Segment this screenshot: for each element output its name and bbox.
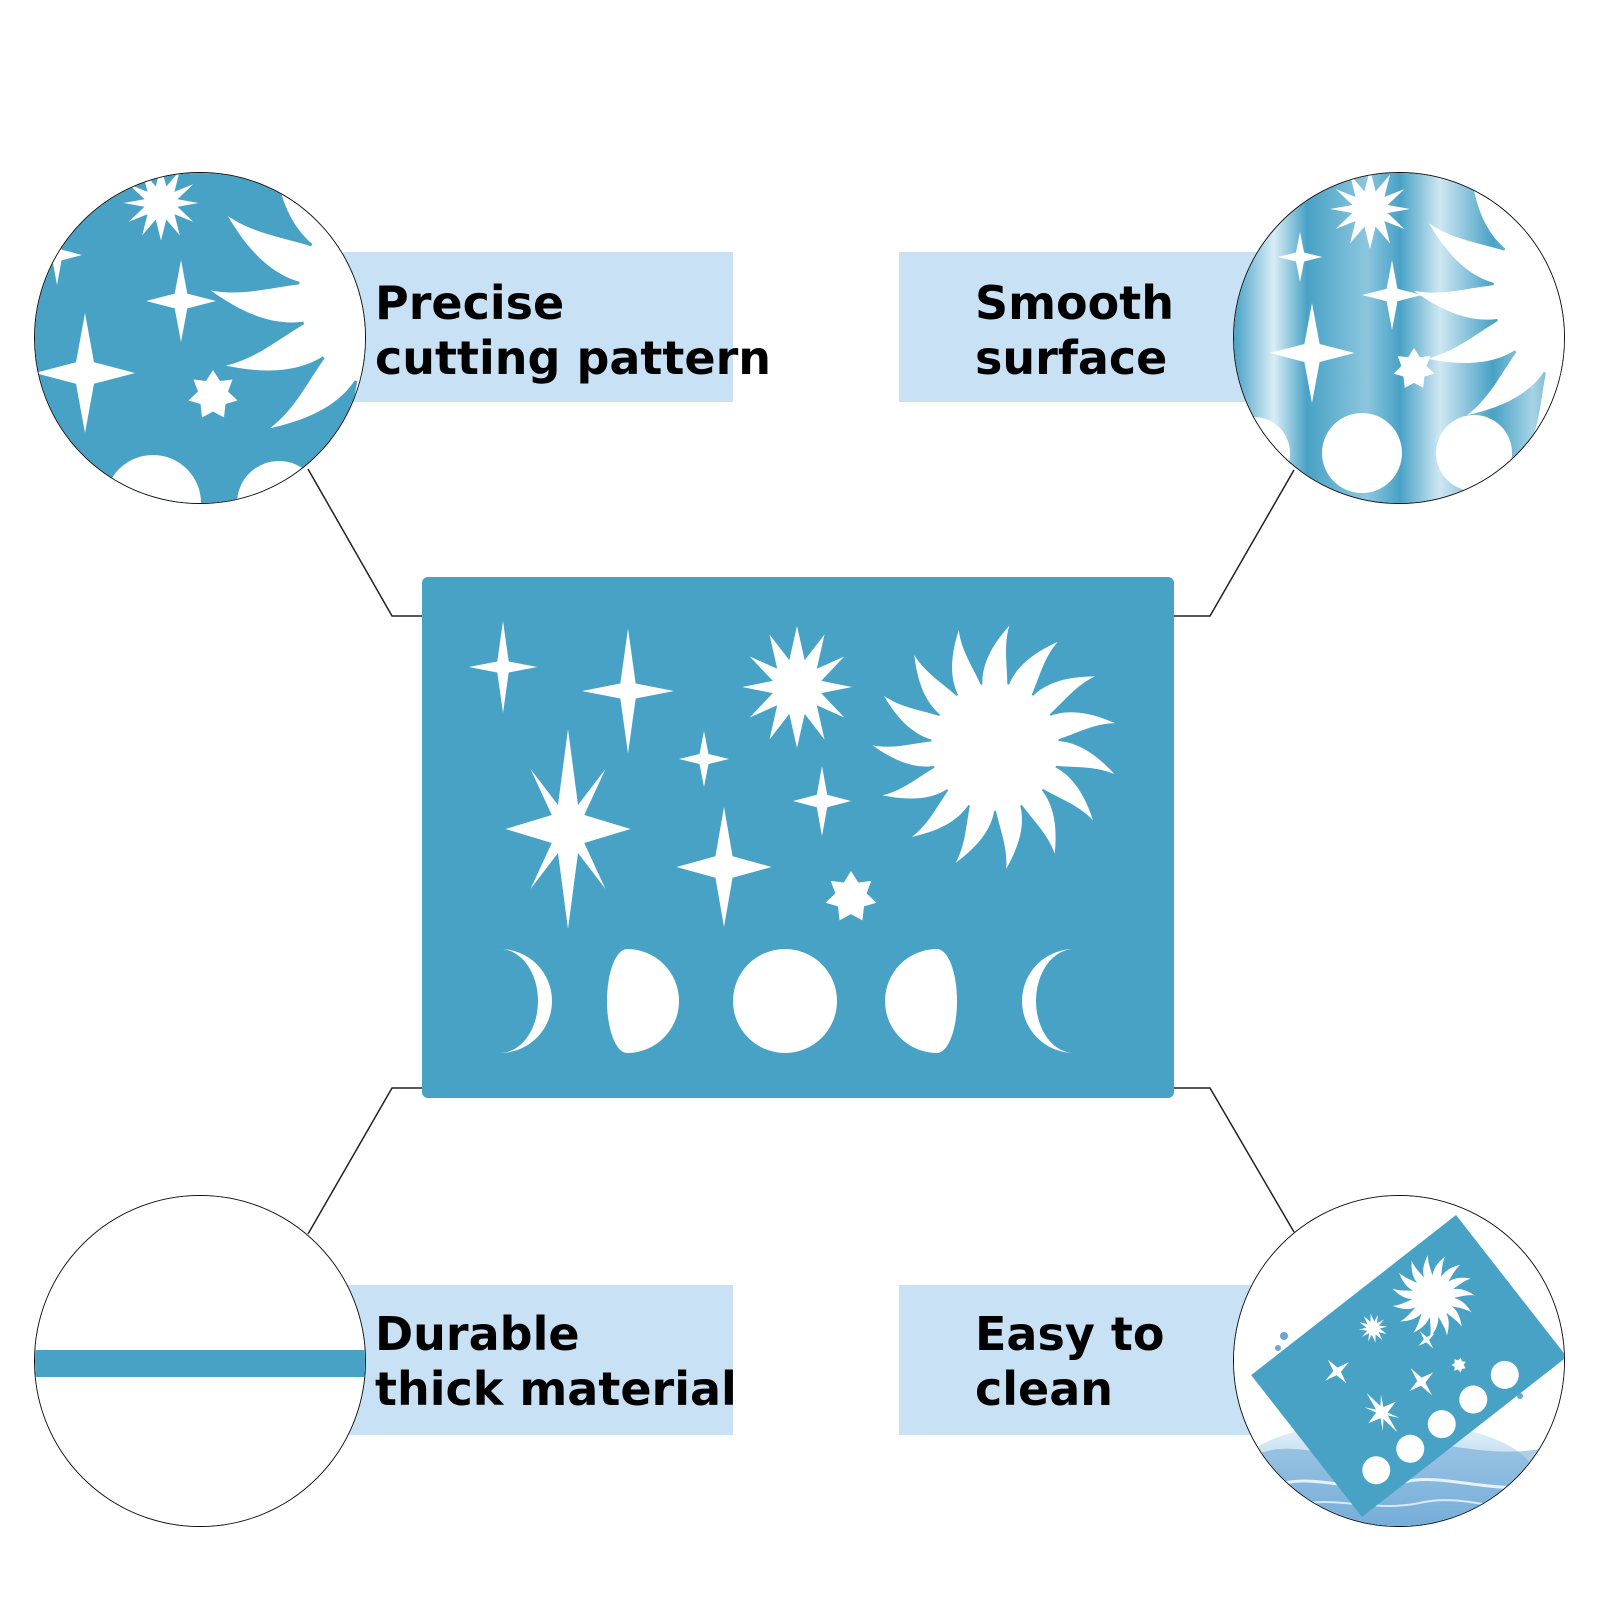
moon-phase-icon <box>1436 415 1512 491</box>
feature-label-precise: Precise cutting pattern <box>375 276 771 386</box>
zoom-graphic-precise <box>35 173 365 503</box>
feature-durable-line1: Durable <box>375 1307 580 1361</box>
label-box-durable <box>343 1285 733 1435</box>
feature-smooth-line2: surface <box>975 331 1168 385</box>
feature-precise-line1: Precise <box>375 276 565 330</box>
moon-full-icon <box>733 949 837 1053</box>
feature-durable-line2: thick material <box>375 1362 737 1416</box>
feature-precise-line2: cutting pattern <box>375 331 772 385</box>
moon-phase-icon <box>1234 417 1290 489</box>
zoom-circle-clean <box>1233 1195 1565 1527</box>
stencil-sheet <box>422 577 1174 1098</box>
moon-phase-icon <box>237 461 321 503</box>
feature-label-smooth: Smooth surface <box>975 276 1174 386</box>
label-box-smooth <box>899 252 1259 402</box>
material-edge-bar <box>35 1350 365 1377</box>
stencil-graphic <box>422 577 1174 1098</box>
zoom-graphic-durable <box>35 1196 365 1526</box>
zoom-graphic-clean <box>1234 1196 1564 1526</box>
moon-full-icon <box>1322 413 1402 493</box>
feature-label-clean: Easy to clean <box>975 1307 1164 1417</box>
feature-label-durable: Durable thick material <box>375 1307 737 1417</box>
feature-clean-line1: Easy to <box>975 1307 1165 1361</box>
tilted-stencil <box>1251 1215 1564 1517</box>
zoom-circle-precise <box>34 172 366 504</box>
zoom-circle-durable <box>34 1195 366 1527</box>
label-box-precise <box>343 252 733 402</box>
zoom-graphic-smooth <box>1234 173 1564 503</box>
feature-clean-line2: clean <box>975 1362 1114 1416</box>
zoom-circle-smooth <box>1233 172 1565 504</box>
label-box-clean <box>899 1285 1259 1435</box>
moon-full-icon <box>105 455 201 503</box>
feature-smooth-line1: Smooth <box>975 276 1175 330</box>
